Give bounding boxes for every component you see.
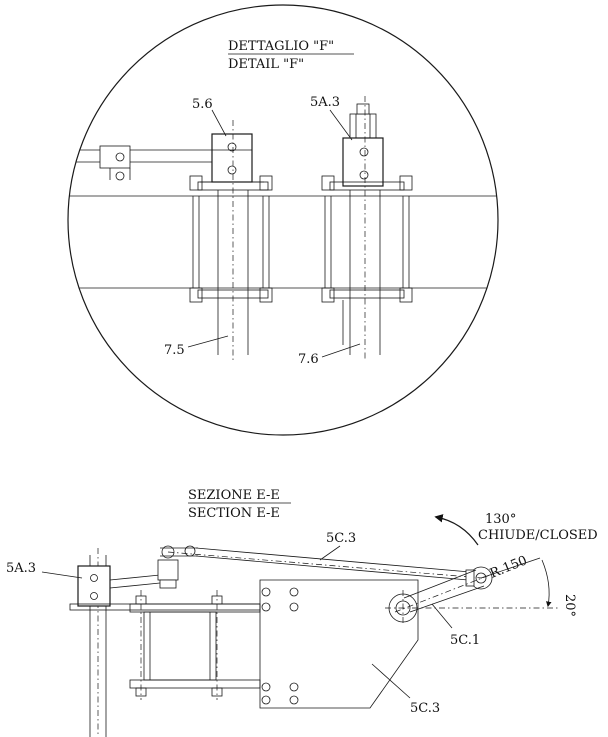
leader-5a-3 — [329, 109, 353, 141]
crank-arm-5c1 — [385, 569, 560, 625]
label-radius: R.150 — [488, 553, 530, 581]
upper-rod-end — [157, 545, 198, 589]
link-rod-5c3 — [167, 547, 483, 581]
bolted-frame — [129, 590, 261, 700]
angle-20-arc — [541, 559, 552, 608]
label-7-5: 7.5 — [164, 343, 185, 358]
detail-title-it: DETTAGLIO "F" — [228, 39, 334, 54]
plate-5c3 — [259, 579, 419, 709]
label-5c1: 5C.1 — [450, 633, 480, 648]
bracket-5-6 — [189, 120, 273, 360]
label-5c3-top: 5C.3 — [326, 531, 356, 546]
detail-circle — [67, 4, 499, 436]
right-rod-end — [465, 566, 493, 590]
vertical-post — [77, 548, 111, 737]
leader-7-5 — [187, 335, 229, 348]
label-7-6: 7.6 — [298, 352, 319, 367]
label-angle-20: 20° — [562, 594, 577, 617]
section-title-en: SECTION E-E — [188, 506, 280, 521]
section-e-e-view: SEZIONE E-E SECTION E-E — [6, 488, 598, 737]
section-title-it: SEZIONE E-E — [188, 488, 280, 503]
label-5a-3-detail: 5A.3 — [310, 95, 340, 110]
bracket-5a-3 — [321, 96, 413, 360]
leader-5c1 — [431, 603, 453, 629]
leader-5a3-section — [41, 571, 83, 579]
leader-5c3-top — [319, 545, 341, 561]
leader-5c3-bottom — [371, 663, 411, 699]
label-closed: CHIUDE/CLOSED — [478, 528, 598, 543]
rotation-arrow — [434, 514, 479, 546]
label-angle-130: 130° — [485, 512, 516, 527]
detail-title-en: DETAIL "F" — [228, 57, 304, 72]
label-5a3-section: 5A.3 — [6, 561, 36, 576]
leader-7-6 — [321, 343, 361, 358]
leader-5-6 — [211, 109, 227, 137]
radius-dimension-line — [480, 557, 541, 579]
label-5-6: 5.6 — [192, 97, 213, 112]
detail-f-view: DETTAGLIO "F" DETAIL "F" 5.6 5A.3 7.5 7.… — [67, 4, 499, 436]
left-arm — [68, 145, 215, 181]
label-5c3-bottom: 5C.3 — [410, 701, 440, 716]
